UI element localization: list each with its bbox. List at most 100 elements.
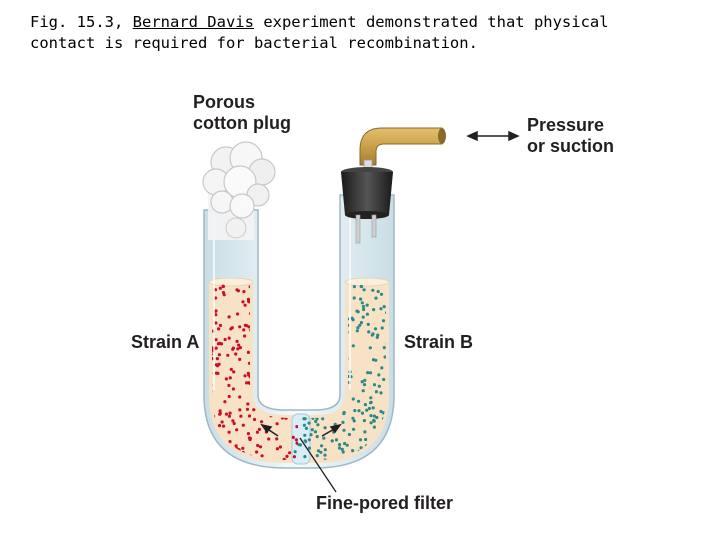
strain-b-cell [331, 400, 335, 404]
strain-a-cell [292, 455, 296, 459]
strain-b-cell [363, 403, 367, 407]
strain-b-cell [342, 410, 346, 415]
strain-a-cell [252, 417, 257, 422]
strain-b-cell [372, 308, 376, 312]
strain-a-cell [217, 327, 221, 331]
caption-person-link[interactable]: Bernard Davis [132, 13, 254, 31]
strain-a-cell [252, 408, 256, 412]
strain-a-cell [247, 299, 251, 303]
strain-a-cell [279, 344, 283, 348]
strain-a-cell [213, 447, 217, 451]
strain-b-cell [382, 346, 386, 350]
strain-a-cell [235, 312, 240, 316]
strain-b-cell [310, 428, 314, 432]
strain-b-cell [376, 289, 380, 294]
strain-b-cell [318, 346, 323, 350]
filter-cell [303, 455, 307, 459]
strain-a-cell [246, 371, 250, 375]
strain-a-cell [280, 356, 284, 361]
strain-a-cell [232, 370, 236, 374]
strain-a-cell [241, 446, 245, 450]
strain-b-cell [311, 376, 315, 380]
strain-b-cell [358, 438, 363, 442]
strain-b-cell [371, 406, 375, 410]
strain-b-cell [300, 344, 303, 347]
strain-a-cell [239, 414, 243, 418]
strain-b-cell [329, 302, 333, 306]
double-arrow-icon [466, 130, 520, 142]
strain-b-cell [372, 383, 377, 387]
strain-b-cell [305, 390, 309, 394]
strain-a-cell [218, 341, 222, 345]
strain-a-cell [285, 454, 289, 458]
strain-a-cell [214, 371, 219, 375]
rubber-stopper [341, 167, 393, 244]
strain-b-cell [360, 301, 364, 305]
strain-b-cell [351, 449, 355, 453]
filter-cell [303, 433, 307, 437]
strain-a-cell [227, 336, 231, 340]
filter-cell [304, 426, 308, 430]
strain-a-cell [266, 353, 270, 357]
strain-a-cell [247, 381, 251, 385]
strain-b-cell [374, 296, 378, 300]
strain-b-cell [323, 453, 327, 457]
strain-a-cell [258, 445, 263, 449]
strain-b-cell [321, 388, 325, 392]
label-porous-cotton-plug: Porous cotton plug [193, 92, 291, 134]
strain-b-cell [359, 297, 363, 301]
strain-b-cell [308, 287, 312, 291]
strain-b-cell [337, 446, 342, 450]
label-pressure-line1: Pressure [527, 115, 605, 135]
arrow-strain-a-to-filter [260, 423, 279, 437]
strain-a-cell [266, 285, 270, 289]
strain-a-cell [274, 307, 278, 311]
strain-b-cell [325, 320, 329, 324]
strain-a-cell [263, 299, 267, 303]
strain-a-cell [260, 420, 264, 424]
strain-a-cell [218, 323, 223, 327]
strain-b-cell [388, 458, 391, 461]
strain-a-cell [263, 295, 267, 299]
strain-b-cell [323, 448, 327, 452]
strain-a-cell [218, 409, 222, 413]
strain-b-cell [379, 409, 383, 414]
strain-a-cell [221, 284, 225, 289]
strain-a-cell [288, 402, 292, 406]
strain-a-cell [238, 408, 242, 412]
strain-a-cell [214, 321, 218, 325]
strain-b-cell [323, 370, 327, 374]
strain-b-cell [313, 317, 317, 321]
label-strain-b: Strain B [404, 332, 474, 352]
caption-prefix: Fig. 15.3, [30, 13, 133, 31]
strain-b-cell [315, 293, 319, 297]
strain-a-cell [261, 309, 265, 313]
strain-b-cell [381, 319, 386, 323]
strain-a-cell [278, 445, 282, 449]
strain-a-cell [282, 457, 286, 460]
strain-a-cell [262, 305, 266, 309]
strain-b-cell [314, 419, 318, 424]
strain-a-cell [242, 290, 246, 294]
strain-b-cell [316, 342, 320, 346]
strain-a-cell [222, 424, 226, 428]
strain-a-cell [246, 350, 250, 354]
strain-a-cell [268, 312, 272, 316]
strain-a-cell [248, 436, 252, 440]
strain-a-cell [218, 286, 222, 290]
strain-a-cell [286, 357, 290, 361]
strain-b-cell [353, 409, 357, 413]
strain-b-cell [330, 287, 334, 291]
label-plug-line1: Porous [193, 92, 256, 112]
strain-b-cell [362, 419, 366, 423]
strain-b-cell [312, 389, 316, 393]
strain-a-cell [238, 357, 242, 361]
strain-a-cell [276, 299, 281, 303]
strain-b-cell [315, 454, 319, 458]
strain-a-cell [289, 406, 293, 410]
strain-b-cell [362, 288, 366, 292]
strain-b-cell [361, 389, 365, 393]
strain-b-cell [299, 404, 302, 407]
strain-a-cell [292, 324, 296, 328]
strain-a-cell [224, 377, 228, 381]
